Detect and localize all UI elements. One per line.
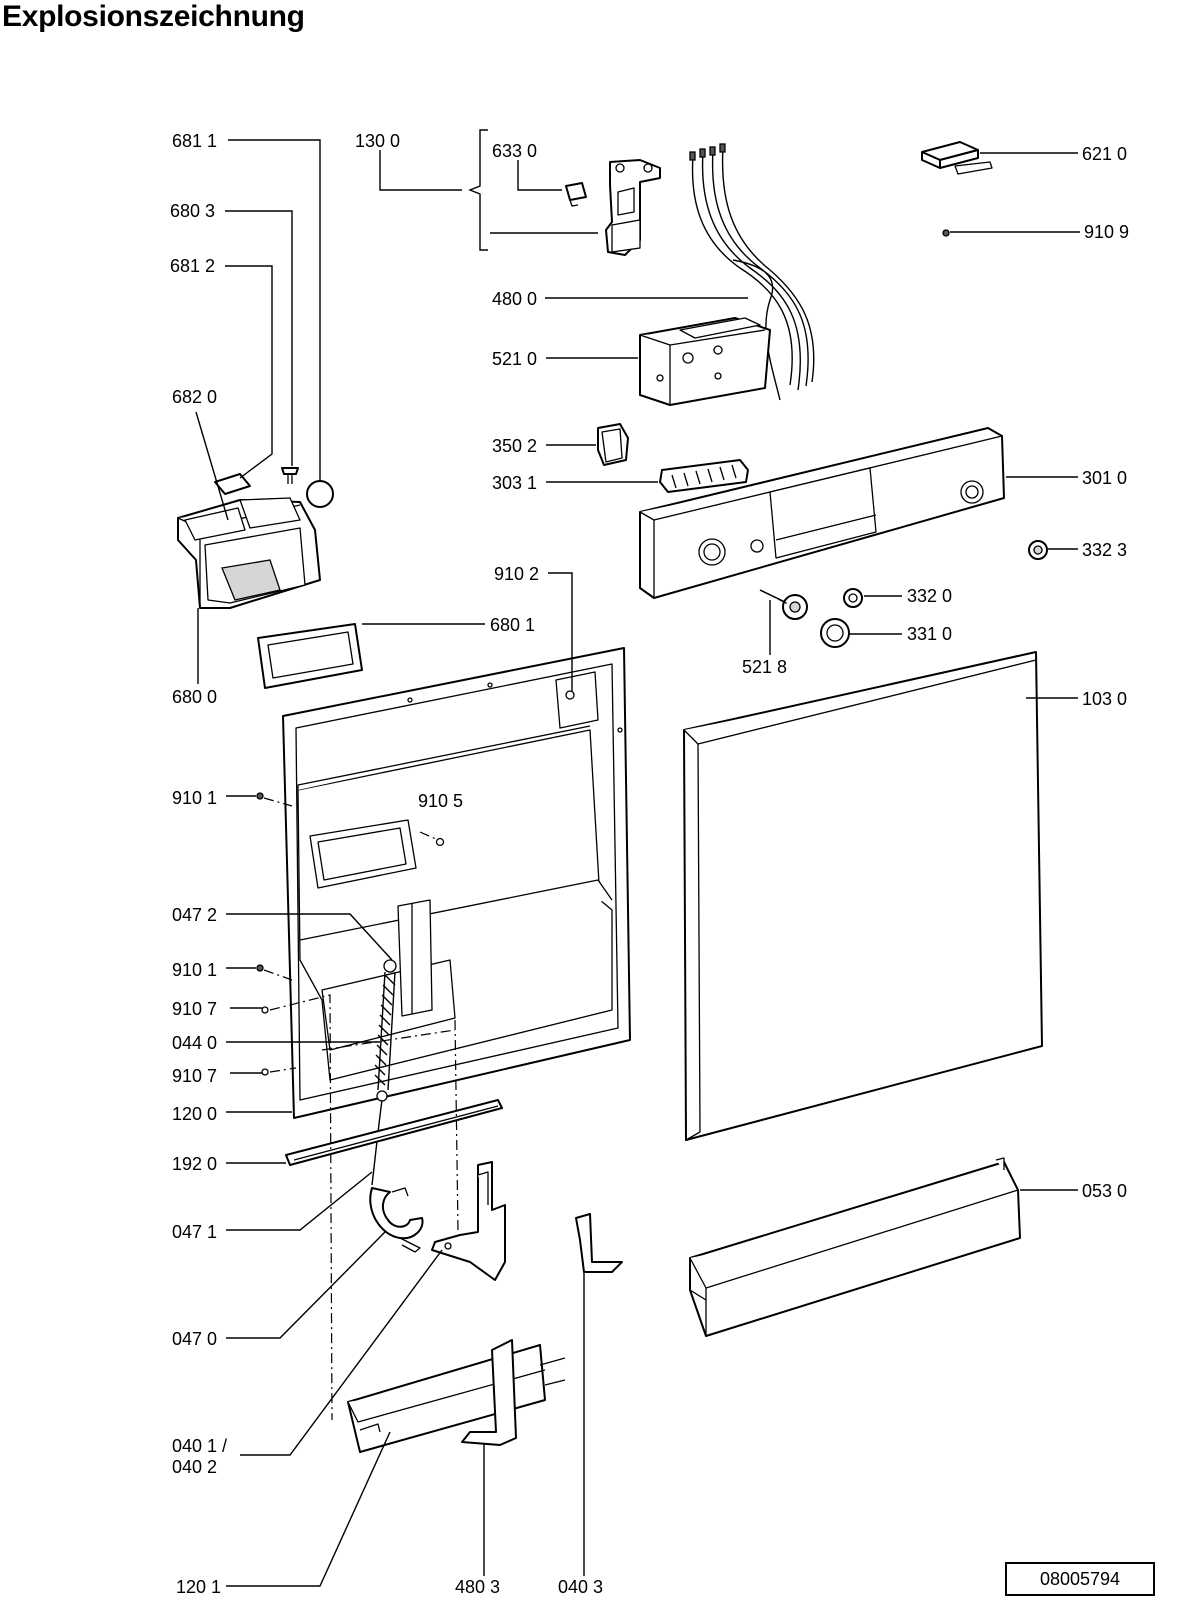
dispenser-part bbox=[177, 497, 321, 609]
callout-9105: 910 5 bbox=[418, 791, 463, 811]
callout-6820: 682 0 bbox=[172, 387, 217, 407]
kickplate-part-0530 bbox=[689, 1157, 1021, 1337]
button-strip-part bbox=[659, 459, 749, 493]
callout-9109: 910 9 bbox=[1084, 222, 1129, 242]
ring-part-3310 bbox=[820, 618, 850, 648]
callout-6811: 681 1 bbox=[172, 131, 217, 151]
hinge-bracket-part-0470 bbox=[369, 1187, 424, 1253]
callout-9107a: 910 7 bbox=[172, 999, 217, 1019]
screw-part-9101a bbox=[256, 792, 264, 800]
rail-part-1920 bbox=[285, 1099, 503, 1166]
callout-9101b: 910 1 bbox=[172, 960, 217, 980]
door-dispenser-opening bbox=[309, 819, 417, 889]
callout-6210: 621 0 bbox=[1082, 144, 1127, 164]
callout-6812: 681 2 bbox=[170, 256, 215, 276]
screw-part-9107a bbox=[261, 1006, 269, 1014]
document-number: 08005794 bbox=[1005, 1562, 1155, 1596]
callout-6800: 680 0 bbox=[172, 687, 217, 707]
callout-3031: 303 1 bbox=[492, 473, 537, 493]
bracket-plate-part-0401 bbox=[431, 1161, 506, 1281]
screw-part-9105 bbox=[435, 837, 445, 847]
screw-part-9101b bbox=[256, 964, 264, 972]
callout-3323: 332 3 bbox=[1082, 540, 1127, 560]
callout-0470: 047 0 bbox=[172, 1329, 217, 1349]
callout-0440: 044 0 bbox=[172, 1033, 217, 1053]
gasket-part-6801 bbox=[257, 623, 363, 689]
outer-door-part bbox=[683, 651, 1043, 1141]
callout-0401: 040 1 / bbox=[172, 1436, 227, 1456]
switch-block-part-350 bbox=[597, 423, 629, 466]
callout-9107b: 910 7 bbox=[172, 1066, 217, 1086]
inner-door-panel-part bbox=[282, 647, 631, 1119]
callout-6801: 680 1 bbox=[490, 615, 535, 635]
callout-1300: 130 0 bbox=[355, 131, 400, 151]
leader-lines bbox=[195, 129, 1080, 1587]
callout-3010: 301 0 bbox=[1082, 468, 1127, 488]
callout-4800: 480 0 bbox=[492, 289, 537, 309]
screw-part-9107b bbox=[261, 1068, 269, 1076]
plug-part-6803 bbox=[281, 467, 299, 484]
lower-trim-part-1201 bbox=[347, 1344, 566, 1453]
latch-assembly-part bbox=[605, 159, 661, 256]
sensor-part-5218 bbox=[759, 589, 808, 620]
page-title: Explosionszeichnung bbox=[2, 0, 305, 33]
callout-1920: 192 0 bbox=[172, 1154, 217, 1174]
callout-1200: 120 0 bbox=[172, 1104, 217, 1124]
callout-4803: 480 3 bbox=[455, 1577, 500, 1597]
module-part-621 bbox=[921, 141, 993, 175]
callout-3310: 331 0 bbox=[907, 624, 952, 644]
callout-3320: 332 0 bbox=[907, 586, 952, 606]
wire-harness-part bbox=[689, 143, 815, 401]
latch-part-6812 bbox=[214, 473, 251, 495]
callout-9102: 910 2 bbox=[494, 564, 539, 584]
spring-part-0440 bbox=[374, 959, 397, 1102]
callout-9101a: 910 1 bbox=[172, 788, 217, 808]
control-board-part bbox=[639, 317, 771, 406]
callout-0471: 047 1 bbox=[172, 1222, 217, 1242]
angle-bracket-part-0403 bbox=[575, 1213, 623, 1273]
callout-0403: 040 3 bbox=[558, 1577, 603, 1597]
clip-part-4803 bbox=[461, 1339, 517, 1446]
callout-5210: 521 0 bbox=[492, 349, 537, 369]
switch-part-633 bbox=[565, 182, 587, 207]
callout-6803: 680 3 bbox=[170, 201, 215, 221]
callout-0472: 047 2 bbox=[172, 905, 217, 925]
callout-0402: 040 2 bbox=[172, 1457, 217, 1477]
knob-part-3320 bbox=[843, 588, 863, 608]
assembly-guide-lines bbox=[263, 589, 791, 1421]
control-panel-part bbox=[639, 427, 1005, 599]
callout-0530: 053 0 bbox=[1082, 1181, 1127, 1201]
callout-3502: 350 2 bbox=[492, 436, 537, 456]
callout-1201: 120 1 bbox=[176, 1577, 221, 1597]
screw-part-9109 bbox=[942, 229, 950, 237]
cord-part-0471 bbox=[371, 1099, 383, 1186]
callout-1030: 103 0 bbox=[1082, 689, 1127, 709]
knob-part-3323 bbox=[1028, 540, 1048, 560]
callout-5218: 521 8 bbox=[742, 657, 787, 677]
callout-6330: 633 0 bbox=[492, 141, 537, 161]
cap-part-6811 bbox=[306, 480, 334, 508]
